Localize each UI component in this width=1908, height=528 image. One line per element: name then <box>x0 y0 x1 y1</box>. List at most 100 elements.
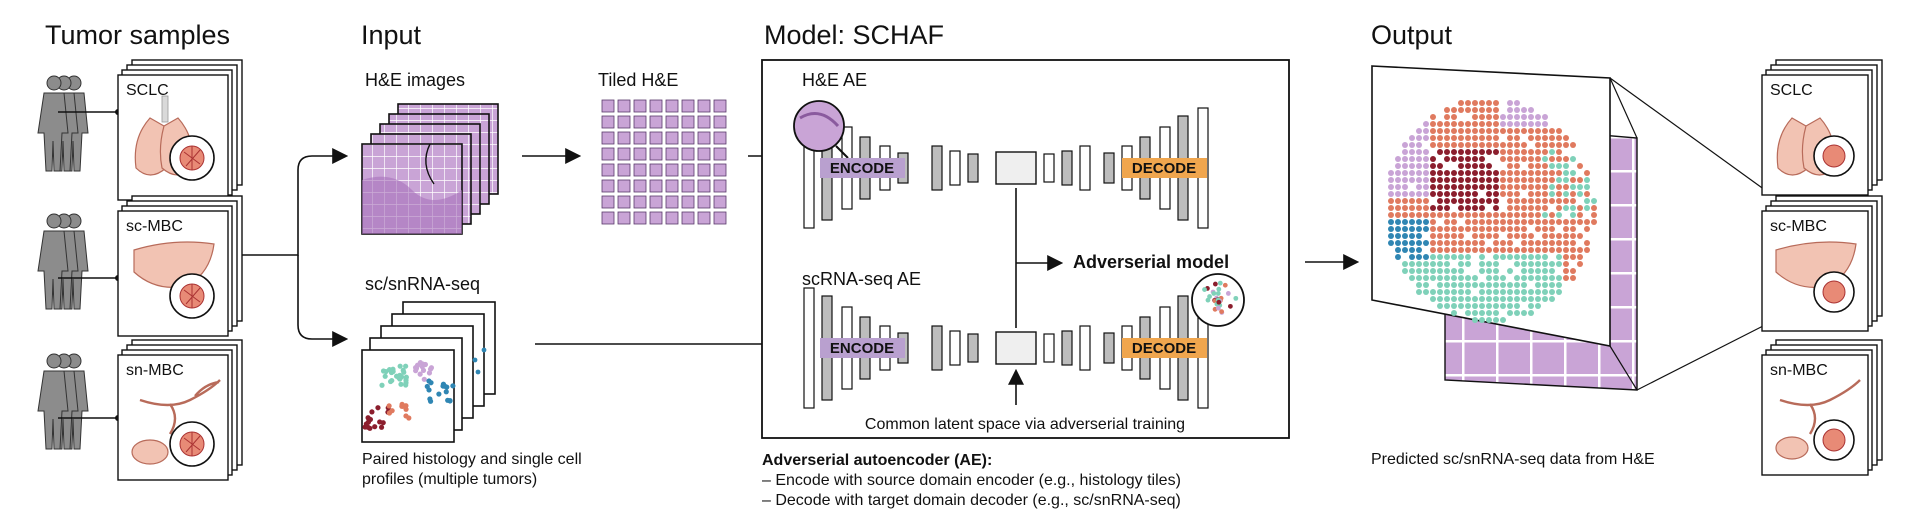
human-figures-icon <box>37 353 89 450</box>
he-tile <box>697 147 711 161</box>
cell-dot <box>1388 198 1394 204</box>
cell-dot <box>1507 212 1513 218</box>
cell-dot <box>1507 247 1513 253</box>
cell-dot <box>1500 142 1506 148</box>
cell-dot <box>1528 240 1534 246</box>
cell-dot <box>1388 177 1394 183</box>
cell-dot <box>1217 280 1223 286</box>
rna-magnifier <box>1191 273 1245 327</box>
he-tile <box>681 211 695 225</box>
cell-dot <box>1465 184 1471 190</box>
cell-dot <box>1207 294 1212 299</box>
cell-dot <box>1542 240 1548 246</box>
cell-dot <box>1507 177 1513 183</box>
input-title: Input <box>361 20 422 50</box>
he-tile <box>713 131 727 145</box>
cell-dot <box>1402 247 1408 253</box>
cell-dot <box>1493 198 1499 204</box>
cell-dot <box>1556 198 1562 204</box>
cell-dot <box>1535 135 1541 141</box>
cell-dot <box>481 347 487 353</box>
he-tile <box>601 163 615 177</box>
latent-block <box>995 151 1037 185</box>
cell-dot <box>1472 226 1478 232</box>
cell-dot <box>1521 156 1527 162</box>
he-tile <box>601 211 615 225</box>
cell-dot <box>1451 184 1457 190</box>
cell-dot <box>1570 205 1576 211</box>
cell-dot <box>1451 233 1457 239</box>
he-tile <box>649 147 663 161</box>
cell-dot <box>403 363 409 369</box>
cell-dot <box>1395 205 1401 211</box>
cell-dot <box>1549 184 1555 190</box>
encoder-layer <box>967 153 979 183</box>
he-tile <box>681 99 695 113</box>
cell-dot <box>1542 282 1548 288</box>
cell-dot <box>1521 226 1527 232</box>
cell-dot <box>1416 247 1422 253</box>
he-tile <box>633 179 647 193</box>
cell-dot <box>1458 261 1464 267</box>
cell-dot <box>1458 177 1464 183</box>
cell-dot <box>1535 254 1541 260</box>
cell-dot <box>1451 191 1457 197</box>
cell-dot <box>1521 142 1527 148</box>
cell-dot <box>1549 275 1555 281</box>
cell-dot <box>1514 219 1520 225</box>
cell-dot <box>1507 254 1513 260</box>
cell-dot <box>1472 128 1478 134</box>
cell-dot <box>1409 247 1415 253</box>
cell-dot <box>1437 303 1443 309</box>
cell-dot <box>1584 198 1590 204</box>
cell-dot <box>1528 219 1534 225</box>
cell-dot <box>1479 114 1485 120</box>
cell-dot <box>1507 142 1513 148</box>
cell-dot <box>1507 163 1513 169</box>
cell-dot <box>421 376 427 382</box>
cell-dot <box>1472 142 1478 148</box>
cell-dot <box>1556 282 1562 288</box>
cell-dot <box>1521 107 1527 113</box>
cell-dot <box>1542 226 1548 232</box>
cell-dot <box>1500 156 1506 162</box>
encoder-layer <box>967 333 979 363</box>
cell-dot <box>426 378 432 384</box>
cell-dot <box>1556 177 1562 183</box>
cell-dot <box>1563 177 1569 183</box>
tumor-samples-panel: SCLC sc <box>37 59 243 481</box>
he-tile <box>713 163 727 177</box>
cell-dot <box>1430 296 1436 302</box>
cell-dot <box>1563 233 1569 239</box>
cell-dot <box>1493 289 1499 295</box>
cell-dot <box>1486 184 1492 190</box>
cell-dot <box>1402 142 1408 148</box>
cell-dot <box>1451 170 1457 176</box>
cell-dot <box>1549 261 1555 267</box>
cell-dot <box>1465 205 1471 211</box>
cell-dot <box>1395 163 1401 169</box>
he-tile <box>665 195 679 209</box>
cell-dot <box>1430 170 1436 176</box>
cell-dot <box>1500 296 1506 302</box>
cell-dot <box>1535 261 1541 267</box>
output-caption: Predicted sc/snRNA-seq data from H&E <box>1371 451 1655 468</box>
cell-dot <box>1479 233 1485 239</box>
cell-dot <box>1395 212 1401 218</box>
cell-dot <box>1535 191 1541 197</box>
cell-dot <box>1584 205 1590 211</box>
he-tile <box>697 195 711 209</box>
cell-dot <box>1486 107 1492 113</box>
cell-dot <box>1563 156 1569 162</box>
cell-dot <box>1430 226 1436 232</box>
cell-dot <box>1430 135 1436 141</box>
cell-dot <box>1535 205 1541 211</box>
cell-dot <box>1402 191 1408 197</box>
cell-dot <box>1542 177 1548 183</box>
cell-dot <box>1402 240 1408 246</box>
cell-dot <box>1542 219 1548 225</box>
cell-dot <box>1493 191 1499 197</box>
decoder-layer <box>1103 152 1115 184</box>
cell-dot <box>1465 198 1471 204</box>
cell-dot <box>1458 268 1464 274</box>
